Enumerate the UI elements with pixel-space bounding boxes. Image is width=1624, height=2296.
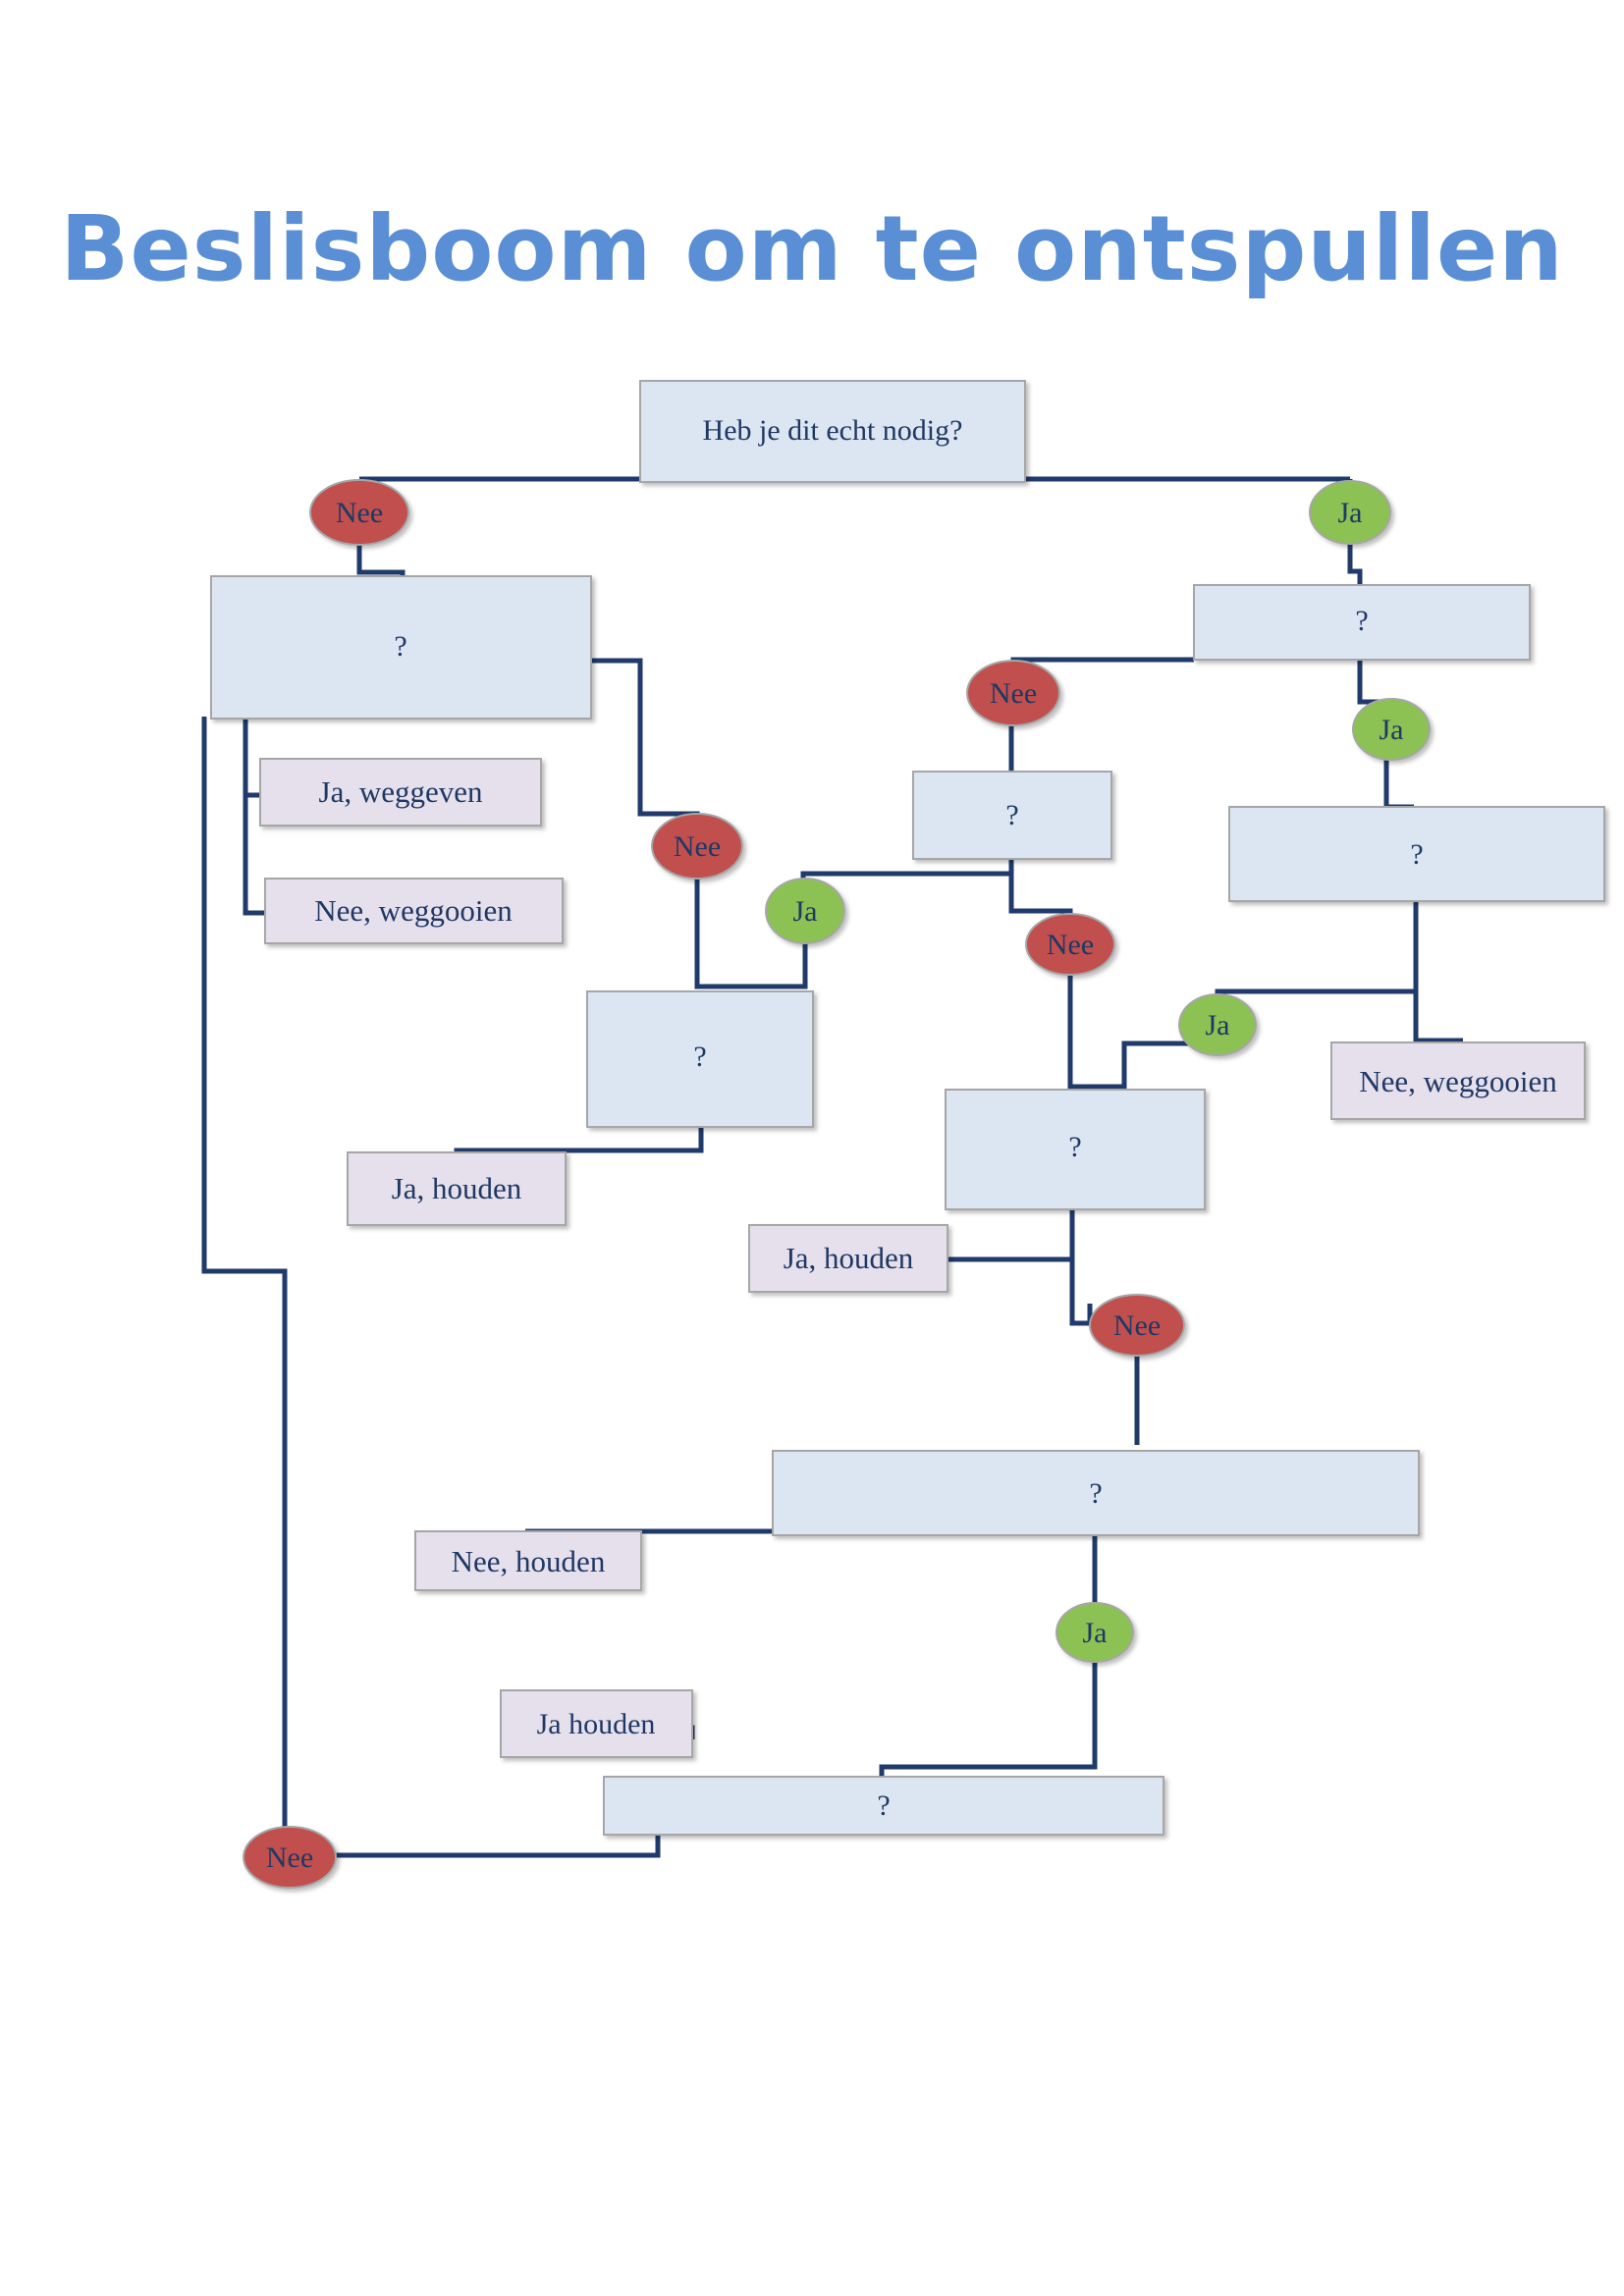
outcome-text: Nee, weggooien xyxy=(314,893,513,928)
ja-label: Ja xyxy=(1338,497,1363,529)
connector xyxy=(1413,901,1463,1043)
connector xyxy=(591,658,700,823)
question-box: ? xyxy=(603,1776,1164,1836)
connector xyxy=(243,720,265,916)
nee-label: Nee xyxy=(266,1842,313,1874)
nee-label: Nee xyxy=(674,830,721,863)
connector xyxy=(1383,760,1414,810)
question-text: ? xyxy=(394,630,406,663)
question-box: ? xyxy=(1193,584,1531,661)
connector xyxy=(879,1659,1098,1777)
outcome-text: Ja houden xyxy=(537,1708,656,1740)
outcome-box: Nee, houden xyxy=(414,1530,642,1591)
connector xyxy=(356,540,406,579)
outcome-box: Ja, houden xyxy=(347,1151,567,1226)
connector xyxy=(334,1831,661,1858)
connector xyxy=(1347,540,1363,587)
question-box: ? xyxy=(772,1450,1420,1536)
question-box: ? xyxy=(945,1089,1206,1210)
page-title: Beslisboom om te ontspullen xyxy=(60,196,1564,301)
question-text: ? xyxy=(1005,799,1018,831)
question-box: ? xyxy=(1228,806,1605,902)
outcome-text: Ja, houden xyxy=(784,1241,914,1275)
ja-decision: Ja xyxy=(1178,993,1257,1056)
question-text: ? xyxy=(693,1041,706,1073)
outcome-box: Ja, houden xyxy=(748,1224,948,1293)
nee-decision: Nee xyxy=(1025,913,1115,976)
ja-decision: Ja xyxy=(1309,480,1391,545)
question-box: ? xyxy=(586,990,814,1128)
outcome-box: Ja houden xyxy=(500,1689,693,1758)
outcome-text: Ja, houden xyxy=(392,1171,522,1205)
ja-label: Ja xyxy=(793,895,818,928)
question-text: Heb je dit echt nodig? xyxy=(703,414,963,447)
ja-label: Ja xyxy=(1083,1617,1108,1649)
ja-label: Ja xyxy=(1206,1009,1230,1041)
ja-decision: Ja xyxy=(1056,1602,1134,1663)
outcome-text: Nee, houden xyxy=(452,1544,606,1578)
outcome-text: Ja, weggeven xyxy=(319,774,483,809)
nee-decision: Nee xyxy=(243,1826,337,1889)
question-box: ? xyxy=(210,575,592,720)
ja-decision: Ja xyxy=(1352,698,1431,761)
outcome-box: Ja, weggeven xyxy=(259,758,542,827)
question-text: ? xyxy=(1089,1477,1102,1510)
question-box: ? xyxy=(912,771,1112,860)
connector xyxy=(694,872,808,989)
nee-label: Nee xyxy=(336,497,383,529)
connector xyxy=(1070,1041,1218,1090)
question-text: ? xyxy=(877,1789,890,1822)
connector xyxy=(1008,859,1073,918)
question-text: ? xyxy=(1355,605,1368,637)
nee-decision: Nee xyxy=(651,813,743,880)
nee-label: Nee xyxy=(990,677,1037,710)
nee-label: Nee xyxy=(1113,1309,1161,1342)
connector xyxy=(1215,988,1416,1006)
outcome-text: Nee, weggooien xyxy=(1359,1064,1557,1098)
nee-decision: Nee xyxy=(1089,1294,1185,1357)
connector xyxy=(800,871,1011,888)
nee-decision: Nee xyxy=(966,660,1060,726)
outcome-box: Nee, weggooien xyxy=(264,878,564,944)
question-text: ? xyxy=(1068,1131,1081,1163)
nee-decision: Nee xyxy=(309,479,409,546)
connector xyxy=(1069,1209,1093,1326)
question-text: ? xyxy=(1410,838,1423,871)
outcome-box: Nee, weggooien xyxy=(1330,1041,1586,1120)
question-box: Heb je dit echt nodig? xyxy=(639,380,1026,483)
ja-decision: Ja xyxy=(765,878,845,944)
ja-label: Ja xyxy=(1380,714,1404,746)
connector xyxy=(1067,967,1100,1090)
connector xyxy=(201,717,288,1829)
nee-label: Nee xyxy=(1047,929,1094,961)
